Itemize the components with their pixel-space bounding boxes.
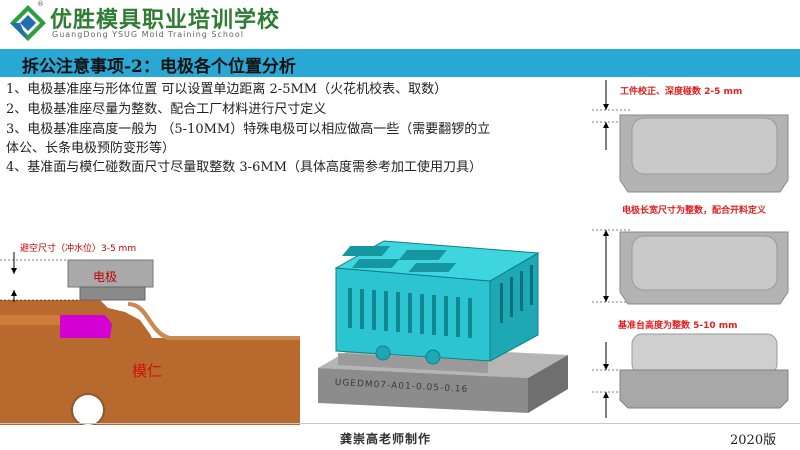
footer-divider: [0, 423, 800, 424]
page-title: 拆公注意事项-2：电极各个位置分析: [22, 57, 296, 77]
base-side: [528, 355, 568, 413]
magenta-region: [60, 315, 112, 338]
right-middle-label: 电极长宽尺寸为整数，配合开料定义: [622, 206, 767, 216]
electrode-label: 电极: [93, 270, 118, 284]
title-bar: [0, 49, 800, 77]
core-label: 模仁: [132, 362, 163, 380]
clearance-size-label: 避空尺寸（冲水位）3-5 mm: [20, 244, 137, 254]
electrode-body: [79, 286, 146, 301]
electrode-cross-section-diagram: [0, 252, 300, 425]
right-bottom-label: 基准台高度为整数 5-10 mm: [618, 321, 738, 331]
note-3: 3、电极基准座高度一般为 （5-10MM）特殊电极可以相应做高一些（需要翻锣的立: [6, 122, 491, 137]
footer-author: 龚崇高老师制作: [340, 432, 432, 446]
cavity-edge: [128, 302, 300, 340]
school-name: 优胜模具职业培训学校: [50, 8, 281, 33]
electrode-3d-model: [318, 240, 568, 413]
school-english-name: GuangDong YSUG Mold Training School: [52, 30, 244, 39]
right-dimension-diagrams: [592, 80, 789, 418]
note-4: 4、基准面与模仁碰数面尺寸尽量取整数 3-6MM（具体高度需参考加工使用刀具）: [6, 160, 482, 175]
note-2: 2、电极基准座尽量为整数、配合工厂材料进行尺寸定义: [6, 102, 327, 117]
school-logo-icon: [10, 5, 46, 41]
footer-year: 2020版: [730, 433, 777, 448]
note-3-continued: 体公、长条电极预防变形等）: [6, 141, 176, 156]
note-1: 1、电极基准座与形体位置 可以设置单边距离 2-5MM（火花机校表、取数）: [6, 82, 448, 97]
registered-mark: ®: [37, 0, 44, 8]
core-step: [0, 315, 60, 325]
base-front: [318, 368, 528, 413]
body-front: [335, 267, 491, 362]
water-hole: [71, 393, 105, 425]
right-top-label: 工件校正、深度碰数 2-5 mm: [620, 87, 743, 97]
